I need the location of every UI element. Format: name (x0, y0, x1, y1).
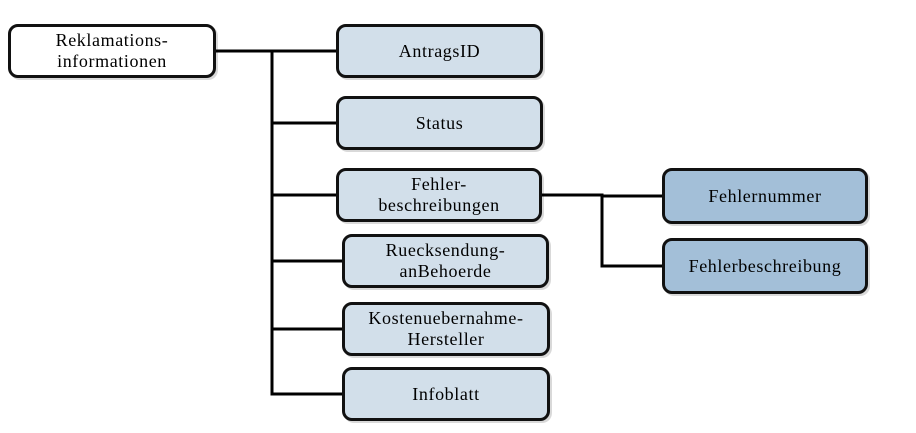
node-label-line: Reklamations- (55, 30, 169, 50)
node-fehlerbeschreibung: Fehlerbeschreibung (662, 238, 868, 294)
node-reklamationsinformationen: Reklamations- informationen (8, 24, 216, 78)
node-infoblatt: Infoblatt (342, 367, 550, 421)
node-fehlerbeschreibungen: Fehler- beschreibungen (336, 168, 542, 222)
node-label: Infoblatt (412, 383, 480, 404)
node-status: Status (336, 96, 543, 150)
node-label: Fehlernummer (708, 185, 822, 206)
node-label-line: Ruecksendung- (385, 240, 506, 260)
node-label: AntragsID (398, 40, 481, 61)
node-label-line: Kostenuebernahme- (368, 308, 524, 328)
node-fehlernummer: Fehlernummer (662, 168, 868, 224)
node-antragsid: AntragsID (336, 24, 543, 78)
node-label: Fehlerbeschreibung (688, 255, 842, 276)
node-label-line: Fehler- (411, 174, 467, 194)
node-label-line: anBehoerde (399, 261, 492, 281)
node-kostenuebernahme-hersteller: Kostenuebernahme- Hersteller (342, 302, 550, 356)
node-label-line: informationen (57, 51, 167, 71)
node-label-line: beschreibungen (378, 195, 500, 215)
node-ruecksendung-an-behoerde: Ruecksendung- anBehoerde (342, 234, 549, 288)
node-label-line: Hersteller (407, 329, 485, 349)
node-label: Status (415, 112, 464, 133)
